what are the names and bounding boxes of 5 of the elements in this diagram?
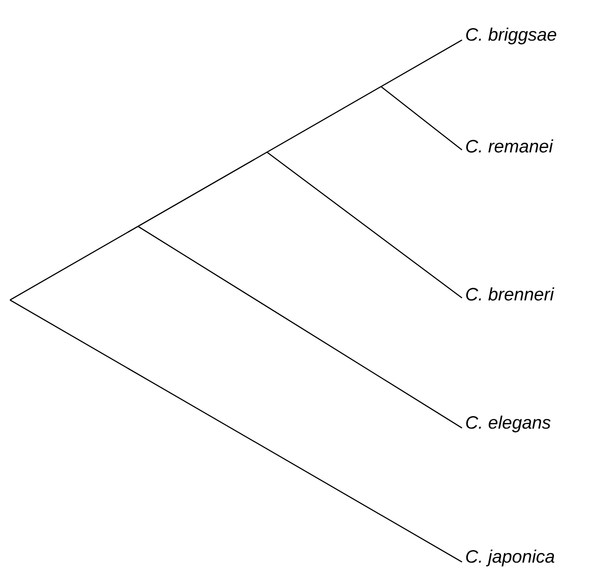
species-label: C. japonica xyxy=(466,550,554,566)
species-label: C. elegans xyxy=(466,416,551,432)
species-label: C. remanei xyxy=(466,139,554,153)
species-label: C. briggsae xyxy=(466,28,556,44)
species-label: C. brenneri xyxy=(466,287,554,301)
